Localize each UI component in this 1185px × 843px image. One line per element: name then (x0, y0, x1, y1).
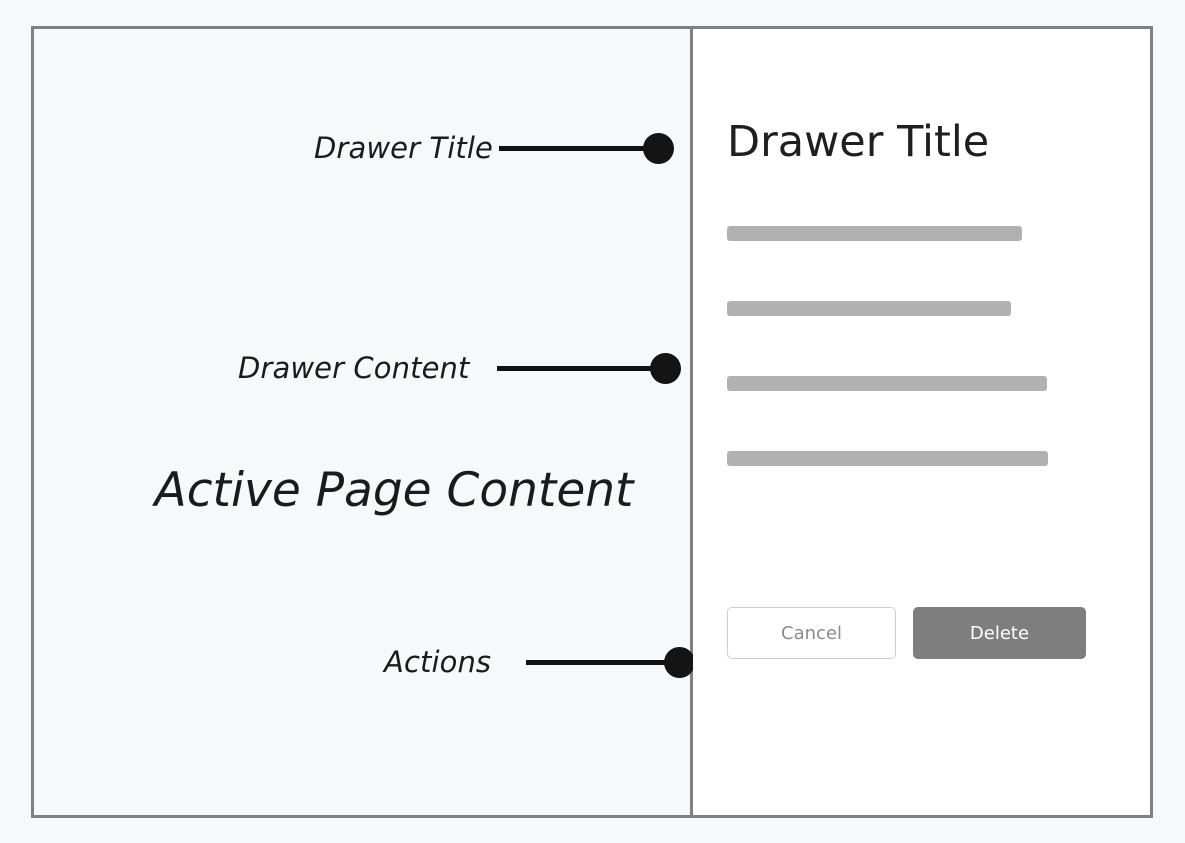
drawer-title: Drawer Title (727, 117, 990, 167)
active-page-panel: Drawer Title Drawer Content Actions Acti… (34, 29, 696, 815)
callout-dot (642, 132, 674, 164)
callout-leader-line (497, 365, 653, 371)
delete-button[interactable]: Delete (913, 607, 1086, 659)
drawer-panel: Drawer Title Cancel Delete (693, 29, 1150, 815)
drawer-action-bar: Cancel Delete (727, 607, 1086, 659)
skeleton-bar (727, 301, 1011, 316)
skeleton-bar (727, 226, 1022, 241)
active-page-content-heading: Active Page Content (154, 463, 634, 518)
callout-drawer-title-label: Drawer Title (314, 131, 493, 165)
callout-drawer-content-label: Drawer Content (238, 351, 470, 385)
panel-divider (690, 29, 693, 815)
callout-dot (664, 646, 696, 678)
callout-actions-label: Actions (384, 645, 492, 679)
callout-dot (650, 352, 682, 384)
skeleton-bar (727, 451, 1048, 466)
app-frame: Drawer Title Drawer Content Actions Acti… (31, 26, 1153, 818)
callout-leader-line (498, 145, 645, 151)
skeleton-bar (727, 376, 1047, 391)
callout-leader-line (526, 659, 667, 665)
cancel-button[interactable]: Cancel (727, 607, 896, 659)
drawer-content-skeleton (727, 226, 1127, 526)
callout-actions: Actions (384, 642, 696, 682)
callout-drawer-content: Drawer Content (238, 348, 682, 388)
callout-drawer-title: Drawer Title (314, 128, 674, 168)
